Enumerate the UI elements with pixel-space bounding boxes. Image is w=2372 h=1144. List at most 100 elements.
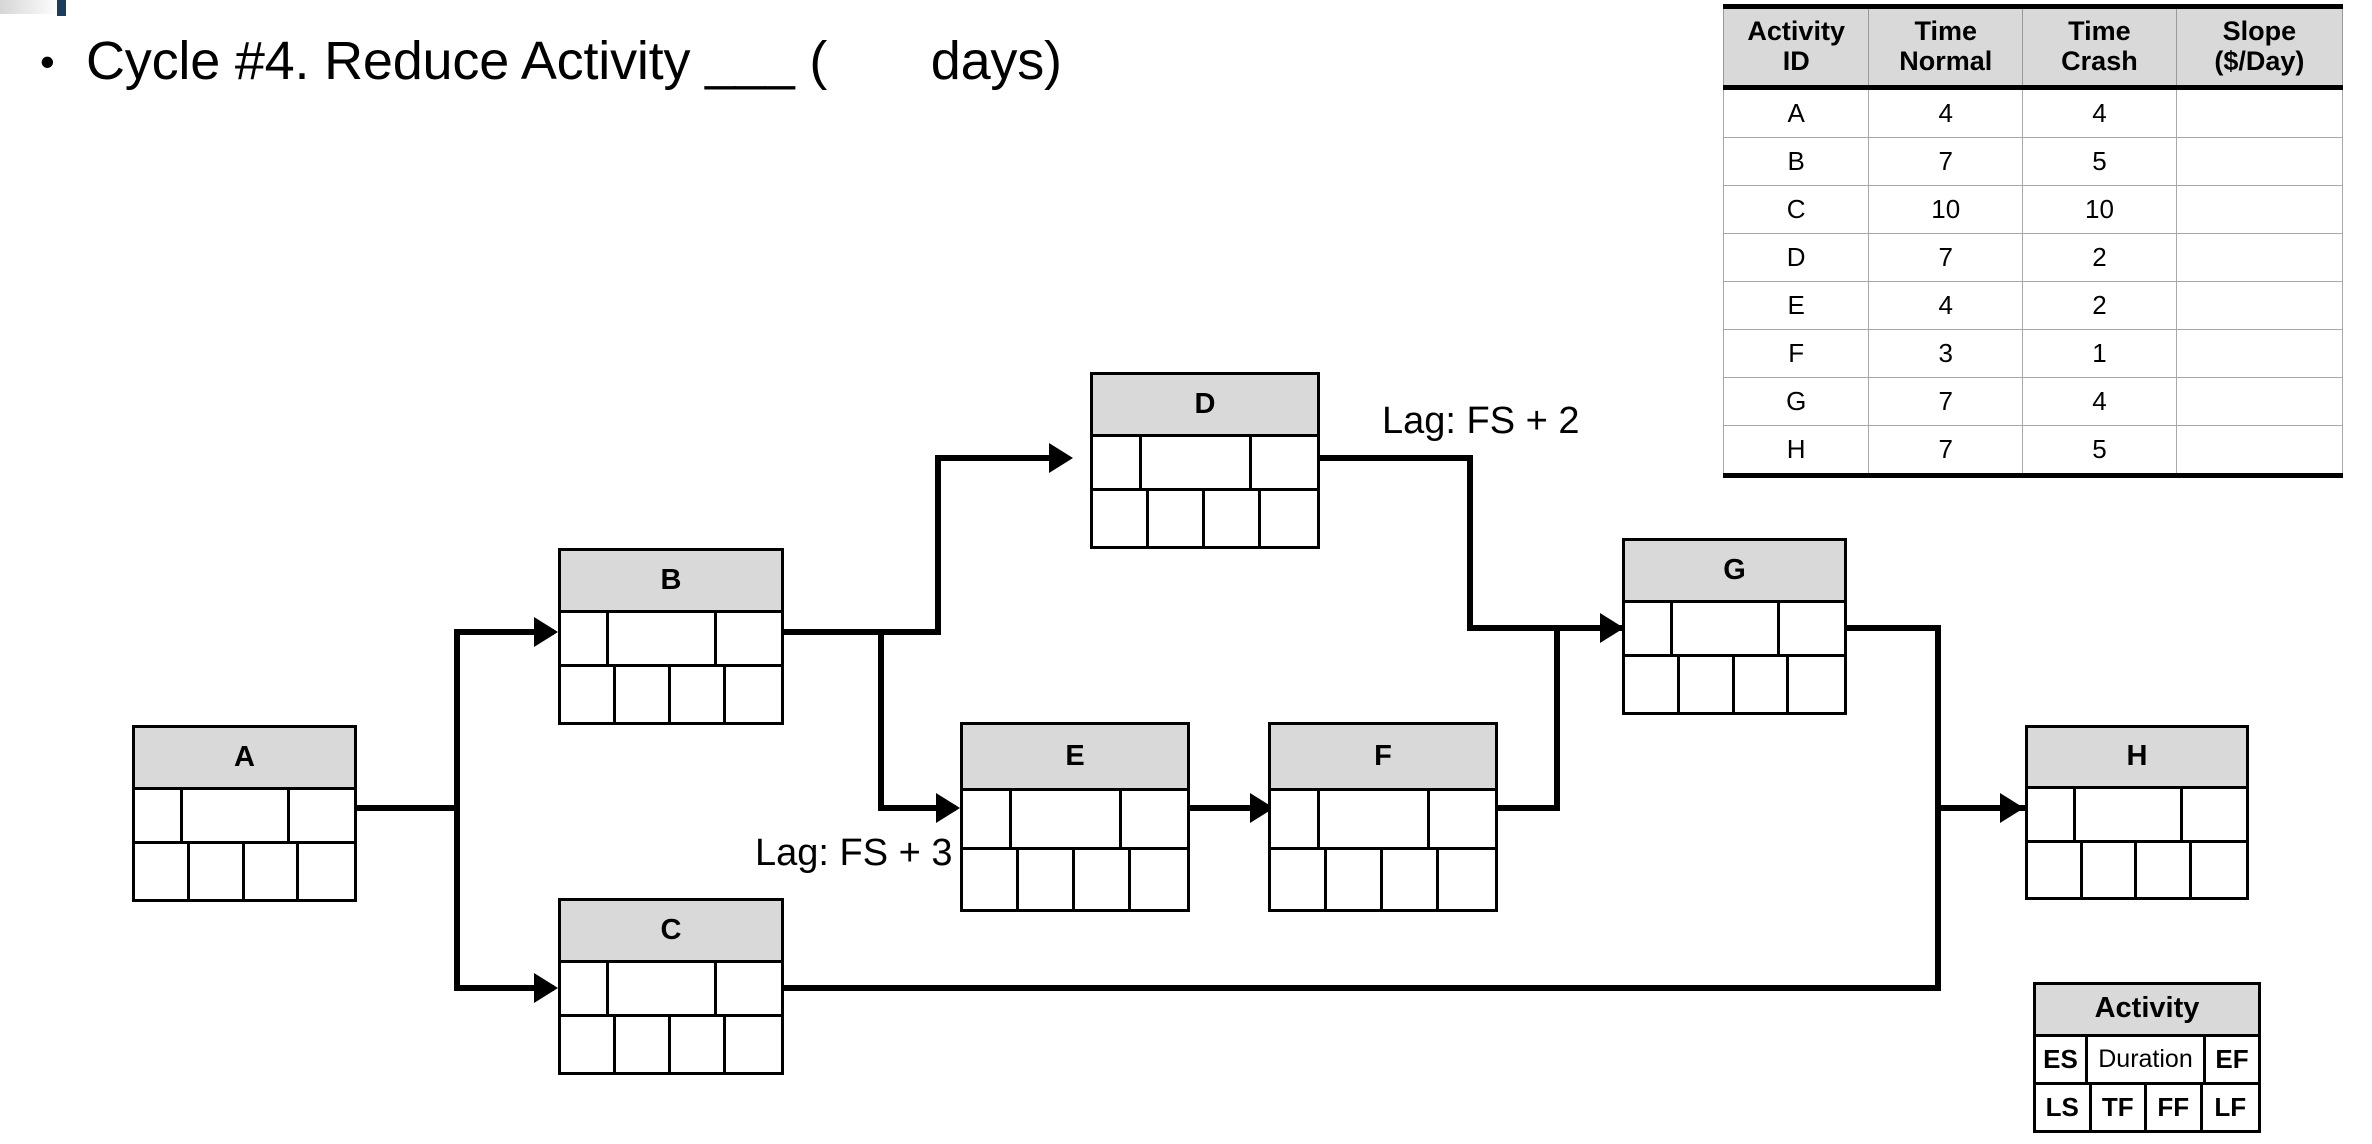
- cell-time-normal: 10: [1868, 185, 2024, 235]
- activity-node-e[interactable]: E: [960, 722, 1190, 912]
- activity-node-e-lf-cell[interactable]: [1131, 850, 1187, 909]
- activity-node-g-ef-cell[interactable]: [1780, 603, 1844, 655]
- activity-node-c-es-cell[interactable]: [561, 962, 610, 1015]
- activity-node-a-ls-cell[interactable]: [135, 844, 190, 899]
- connector-b-riser-d: [935, 455, 941, 635]
- activity-node-g-ls-cell[interactable]: [1625, 657, 1680, 712]
- arrowhead-into-e: [936, 793, 960, 823]
- activity-node-g-row-es-dur-ef: [1625, 602, 1844, 658]
- activity-node-h-ls-cell[interactable]: [2028, 842, 2083, 897]
- activity-node-h[interactable]: H: [2025, 725, 2249, 900]
- activity-node-d-lf-cell[interactable]: [1261, 491, 1317, 546]
- activity-node-e-duration-cell[interactable]: [1012, 791, 1123, 848]
- table-header-row: Activity ID Time Normal Time Crash Slope…: [1722, 3, 2344, 91]
- legend-title: Activity: [2033, 982, 2261, 1037]
- connector-f-out: [1495, 805, 1560, 811]
- activity-node-g-tf-cell[interactable]: [1680, 657, 1735, 712]
- activity-node-h-ef-cell[interactable]: [2183, 789, 2246, 840]
- activity-node-c[interactable]: C: [558, 898, 784, 1075]
- cell-time-crash: 2: [2022, 281, 2177, 331]
- activity-node-legend: Activity ES Duration EF LS TF FF LF: [2033, 982, 2261, 1133]
- lag-label-b-to-e: Lag: FS + 3: [755, 832, 953, 874]
- activity-node-e-es-cell[interactable]: [963, 791, 1013, 848]
- activity-node-h-label: H: [2028, 728, 2246, 789]
- activity-node-b-tf-cell[interactable]: [616, 667, 671, 722]
- activity-node-f-ls-cell[interactable]: [1271, 850, 1327, 909]
- activity-node-d-duration-cell[interactable]: [1142, 436, 1253, 489]
- activity-node-b-es-cell[interactable]: [561, 612, 610, 665]
- activity-node-f-ff-cell[interactable]: [1383, 850, 1439, 909]
- connector-g-out: [1845, 625, 1941, 631]
- activity-node-f-duration-cell[interactable]: [1320, 791, 1431, 848]
- connector-d-out: [1318, 455, 1473, 461]
- activity-node-c-duration-cell[interactable]: [609, 962, 718, 1015]
- activity-node-d-ls-cell[interactable]: [1093, 491, 1149, 546]
- lag-label-d-to-g: Lag: FS + 2: [1382, 400, 1580, 442]
- activity-node-e-ls-cell[interactable]: [963, 850, 1019, 909]
- activity-node-a-duration-cell[interactable]: [183, 789, 291, 842]
- activity-node-a-es-cell[interactable]: [135, 789, 184, 842]
- activity-node-d-row-es-dur-ef: [1093, 436, 1317, 492]
- cell-slope: [2175, 87, 2344, 139]
- activity-node-e-ff-cell[interactable]: [1075, 850, 1131, 909]
- cell-activity-id: B: [1722, 137, 1870, 187]
- cell-time-normal: 7: [1868, 137, 2024, 187]
- activity-node-c-ff-cell[interactable]: [671, 1017, 726, 1072]
- activity-node-g-duration-cell[interactable]: [1673, 602, 1781, 655]
- activity-node-h-lf-cell[interactable]: [2192, 843, 2247, 897]
- activity-node-b-ef-cell[interactable]: [717, 613, 781, 665]
- cell-slope: [2175, 185, 2344, 235]
- cell-slope: [2175, 281, 2344, 331]
- activity-node-c-ef-cell[interactable]: [717, 963, 781, 1015]
- activity-node-b-ls-cell[interactable]: [561, 667, 616, 722]
- activity-node-c-ls-cell[interactable]: [561, 1017, 616, 1072]
- cell-slope: [2175, 137, 2344, 187]
- activity-node-d[interactable]: D: [1090, 372, 1320, 549]
- activity-node-f[interactable]: F: [1268, 722, 1498, 912]
- activity-node-a[interactable]: A: [132, 725, 357, 902]
- activity-node-g-es-cell[interactable]: [1625, 602, 1674, 655]
- activity-node-a-lf-cell[interactable]: [299, 844, 354, 899]
- activity-node-g[interactable]: G: [1622, 538, 1847, 715]
- connector-b-to-d: [935, 455, 1067, 461]
- activity-node-b-duration-cell[interactable]: [609, 612, 718, 665]
- arrowhead-into-g: [1600, 613, 1624, 643]
- activity-node-h-tf-cell[interactable]: [2083, 842, 2137, 897]
- activity-node-a-tf-cell[interactable]: [190, 844, 245, 899]
- activity-node-g-lf-cell[interactable]: [1789, 657, 1844, 712]
- activity-node-c-lf-cell[interactable]: [726, 1017, 781, 1072]
- activity-node-b-ff-cell[interactable]: [671, 667, 726, 722]
- activity-node-b-lf-cell[interactable]: [726, 667, 781, 722]
- arrowhead-into-b: [534, 617, 558, 647]
- activity-node-a-row-es-dur-ef: [135, 789, 354, 845]
- activity-node-d-label: D: [1093, 375, 1317, 437]
- activity-node-d-ff-cell[interactable]: [1205, 491, 1261, 546]
- activity-node-a-ef-cell[interactable]: [290, 790, 354, 842]
- activity-node-f-tf-cell[interactable]: [1327, 850, 1383, 909]
- activity-node-h-duration-cell[interactable]: [2076, 788, 2183, 840]
- activity-node-g-ff-cell[interactable]: [1735, 657, 1790, 712]
- activity-node-d-es-cell[interactable]: [1093, 436, 1143, 489]
- activity-node-h-row-es-dur-ef: [2028, 788, 2246, 843]
- connector-b-to-e: [878, 805, 956, 811]
- activity-node-h-ff-cell[interactable]: [2137, 842, 2192, 897]
- cell-time-normal: 3: [1868, 329, 2024, 379]
- activity-node-d-ef-cell[interactable]: [1252, 437, 1317, 489]
- cell-time-crash: 4: [2022, 377, 2177, 427]
- activity-node-c-label: C: [561, 901, 781, 963]
- activity-node-d-tf-cell[interactable]: [1149, 491, 1205, 546]
- activity-node-e-ef-cell[interactable]: [1122, 791, 1187, 847]
- activity-node-f-lf-cell[interactable]: [1439, 850, 1495, 909]
- activity-node-e-tf-cell[interactable]: [1019, 850, 1075, 909]
- activity-node-f-ef-cell[interactable]: [1430, 791, 1495, 847]
- activity-node-h-row-ls-tf-ff-lf: [2028, 842, 2247, 897]
- connector-a-out: [355, 805, 460, 811]
- activity-node-c-tf-cell[interactable]: [616, 1017, 671, 1072]
- activity-node-h-es-cell[interactable]: [2028, 788, 2076, 840]
- activity-node-b[interactable]: B: [558, 548, 784, 725]
- activity-node-a-ff-cell[interactable]: [245, 844, 300, 899]
- activity-node-f-es-cell[interactable]: [1271, 791, 1321, 848]
